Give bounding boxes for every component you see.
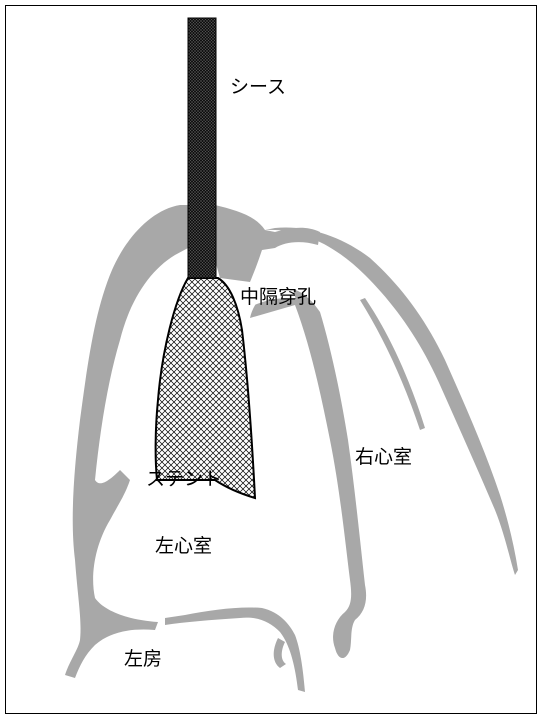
- stent: [156, 278, 255, 498]
- label-left-ventricle: 左心室: [155, 537, 212, 556]
- interventricular-septum: [250, 288, 366, 658]
- atrioventricular-floor: [165, 607, 305, 692]
- label-left-atrium: 左房: [124, 650, 162, 669]
- label-sheath: シース: [230, 78, 286, 97]
- label-septal-perforation: 中隔穿孔: [240, 288, 316, 307]
- label-stent: ステント: [146, 470, 222, 489]
- sheath: [188, 18, 216, 278]
- septum-top: [215, 205, 320, 282]
- papillary-loop: [274, 638, 286, 668]
- right-ventricle-wall: [265, 227, 518, 575]
- label-right-ventricle: 右心室: [355, 448, 412, 467]
